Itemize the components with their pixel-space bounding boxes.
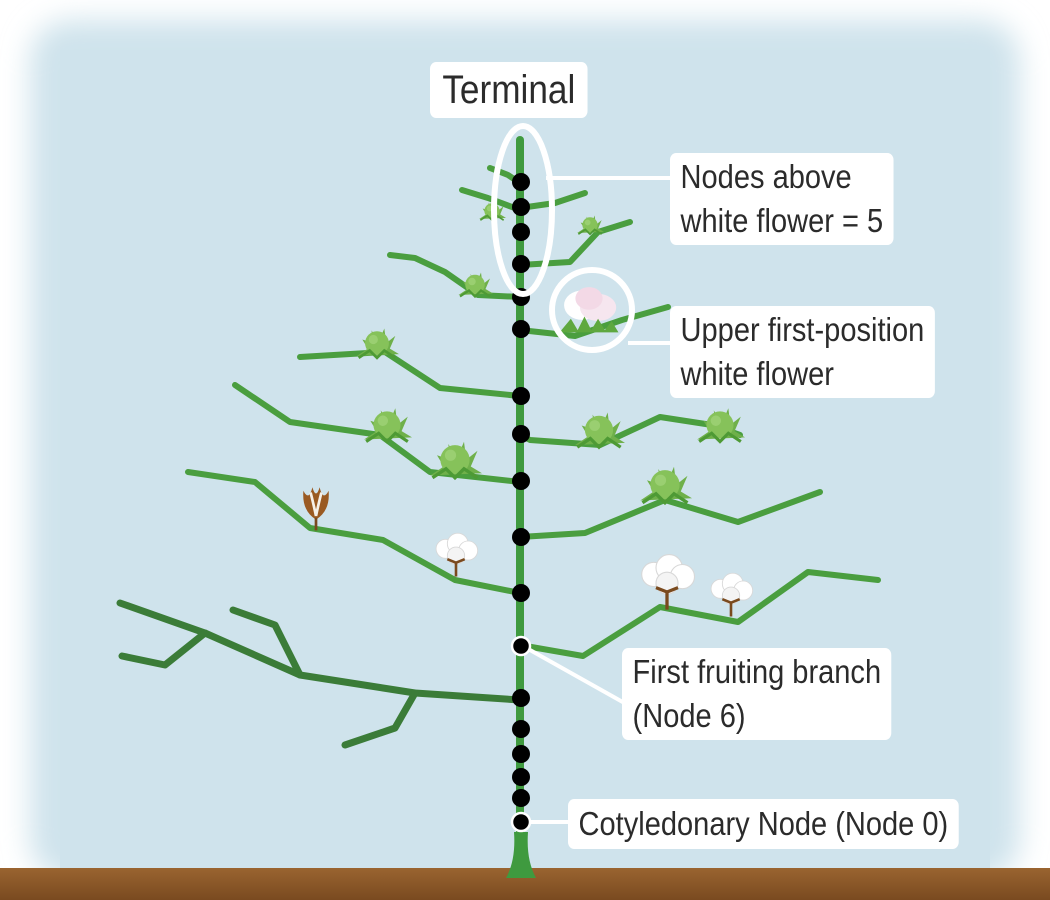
nodes — [510, 173, 532, 833]
nodes-above-white-flower-label: Nodes above white flower = 5 — [670, 153, 894, 245]
terminal-label-text: Terminal — [442, 68, 576, 112]
first-branch-label-line1: First fruiting branch — [632, 653, 882, 690]
upper-flower-label-line2: white flower — [680, 355, 834, 392]
vegetative-branches — [116, 599, 524, 749]
nodes-above-label-line1: Nodes above — [680, 158, 852, 195]
first-fruiting-branch-label: First fruiting branch (Node 6) — [622, 648, 892, 740]
first-branch-label-line2: (Node 6) — [632, 697, 746, 734]
cotyledonary-label-text: Cotyledonary Node (Node 0) — [578, 805, 949, 842]
white-flower-outline — [549, 267, 635, 353]
terminal-nodes-outline — [491, 123, 555, 297]
upper-first-position-flower-label: Upper first-position white flower — [670, 306, 935, 398]
terminal-label: Terminal — [430, 62, 588, 118]
cotyledonary-node-label: Cotyledonary Node (Node 0) — [568, 799, 959, 849]
upper-flower-label-line1: Upper first-position — [680, 311, 925, 348]
nodes-above-label-line2: white flower = 5 — [680, 202, 884, 239]
leader-lines — [529, 176, 672, 824]
